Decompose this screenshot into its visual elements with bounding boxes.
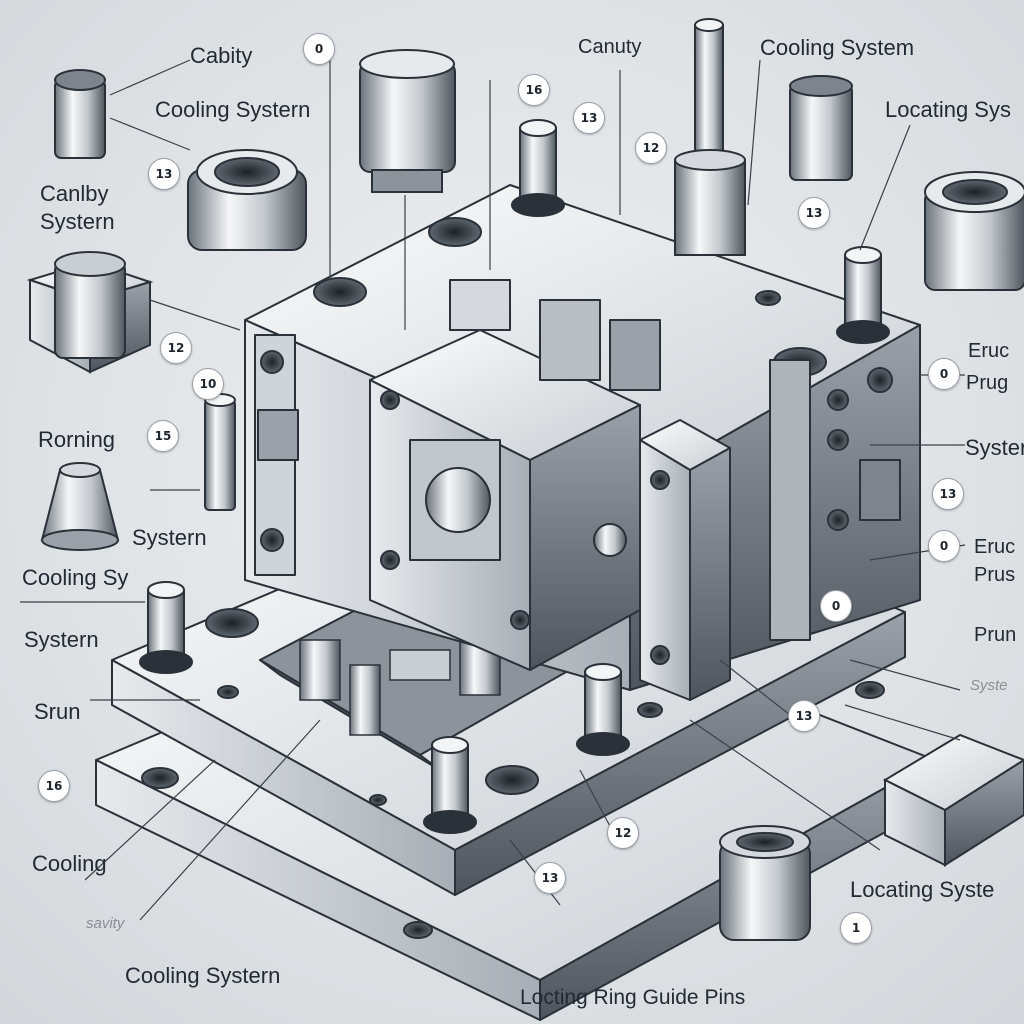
sprue-bushing [674, 18, 746, 256]
label-savity: savity [86, 915, 125, 932]
callout-badge: 13 [148, 158, 180, 190]
component-bushing-top [359, 49, 456, 193]
callout-badge: 13 [788, 700, 820, 732]
callout-badge: 12 [635, 132, 667, 164]
callout-badge: 1 [840, 912, 872, 944]
callout-badge: 12 [160, 332, 192, 364]
label-system-left: Systern [24, 627, 99, 652]
callout-badge: 10 [192, 368, 224, 400]
callout-badge: 0 [820, 590, 852, 622]
component-bushing-small [54, 69, 106, 159]
callout-badge: 13 [534, 862, 566, 894]
callout-badge: 0 [303, 33, 335, 65]
callout-badge: 13 [798, 197, 830, 229]
label-prug: Prug [966, 372, 1009, 394]
label-syste: Syste [970, 677, 1008, 694]
callout-badge: 15 [147, 420, 179, 452]
callout-badge: 13 [932, 478, 964, 510]
component-ring-bushing [187, 149, 307, 251]
component-ejector-pin [204, 393, 236, 511]
core-insert [369, 279, 661, 671]
component-locating-ring [924, 171, 1024, 291]
component-valve-bushing [719, 825, 811, 941]
caption-locating-ring-guide-pins: Locting Ring Guide Pins [520, 986, 746, 1009]
guide-pins [139, 119, 890, 834]
label-system-mid: Systern [132, 525, 207, 550]
label-canlby: Canlby [40, 181, 109, 206]
component-locating-bushing [789, 75, 853, 181]
label-cabity: Cabity [190, 43, 253, 68]
label-prun: Prun [974, 624, 1017, 646]
label-cooling-system-top-right: Cooling System [760, 35, 915, 60]
label-canuty: Canuty [578, 36, 642, 58]
label-canlby-system: Systern [40, 209, 115, 234]
label-system-right: Syster [965, 435, 1024, 460]
label-srun: Srun [34, 699, 81, 724]
component-block-insert [26, 251, 154, 374]
label-eruc-2: Eruc [974, 536, 1016, 558]
label-cooling-sy: Cooling Sy [22, 565, 129, 590]
label-locating-syste: Locating Syste [850, 877, 995, 902]
side-slide-block [593, 419, 731, 701]
leader-lines [20, 59, 966, 921]
callout-badge: 12 [607, 817, 639, 849]
label-eruc: Eruc [968, 340, 1010, 362]
callout-badge: 13 [573, 102, 605, 134]
component-slide-block [882, 733, 1024, 867]
label-locating-sys: Locating Sys [885, 97, 1011, 122]
label-prus: Prus [974, 564, 1016, 586]
callout-badge: 16 [38, 770, 70, 802]
callout-badge: 0 [928, 530, 960, 562]
label-roming: Rorning [38, 427, 116, 452]
callout-badge: 0 [928, 358, 960, 390]
callout-badge: 16 [518, 74, 550, 106]
component-cone [40, 462, 120, 551]
label-cooling-system-bottom: Cooling Systern [125, 963, 281, 988]
label-cooling-system-top-left: Cooling Systern [155, 97, 311, 122]
label-cooling: Cooling [32, 851, 107, 876]
